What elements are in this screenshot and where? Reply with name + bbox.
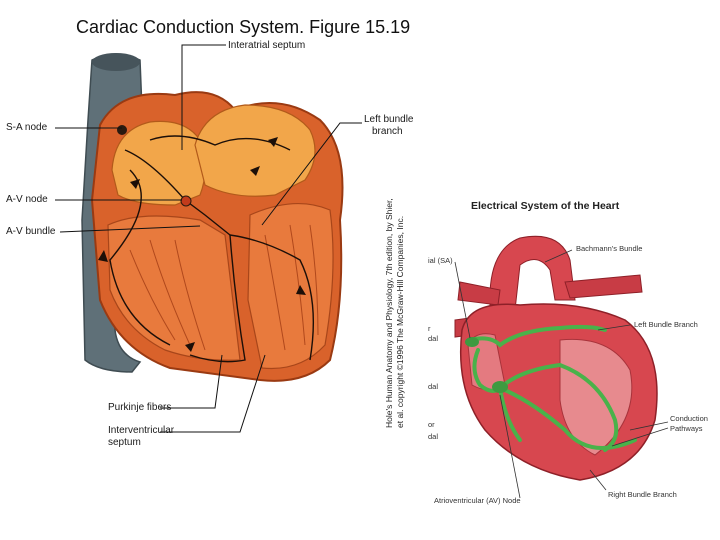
- av-node: [180, 195, 192, 207]
- conduction-pathways: [109, 135, 315, 363]
- copyright-credit: Hole's Human Anatomy and Physiology, 7th…: [384, 168, 406, 428]
- aorta-arch: [489, 235, 576, 311]
- left-ventricle-cavity: [559, 338, 633, 456]
- impulse-arrows: [98, 137, 306, 352]
- label-right-bundle-branch: Right Bundle Branch: [608, 490, 677, 499]
- label-av-bundle: A-V bundle: [6, 226, 56, 237]
- label-conduction-pathways-line2: Pathways: [670, 424, 703, 433]
- label-interventricular-septum-line1: Interventricular: [108, 425, 175, 436]
- label-bachmanns-bundle: Bachmann's Bundle: [576, 244, 643, 253]
- right-atrium-chamber: [111, 120, 206, 206]
- label-purkinje-fibers: Purkinje fibers: [108, 402, 172, 413]
- label-interatrial-septum: Interatrial septum: [228, 40, 306, 51]
- sa-node-green: [465, 337, 479, 347]
- av-node-green: [492, 381, 508, 393]
- label-sa-node: S-A node: [6, 122, 48, 133]
- right-figure-title: Electrical System of the Heart: [471, 200, 620, 212]
- muscle-striations: [129, 224, 319, 351]
- label-or-fragment: or: [428, 420, 435, 429]
- vena-cava-opening: [92, 53, 140, 71]
- label-sa-fragment: ial (SA): [428, 256, 453, 265]
- label-left-bundle-branch-line1: Left bundle: [364, 114, 414, 125]
- label-left-bundle-branch-right: Left Bundle Branch: [634, 320, 698, 329]
- label-interventricular-septum-line2: septum: [108, 437, 141, 448]
- label-dal-fragment-1: dal: [428, 334, 439, 343]
- leader-lines: [55, 44, 362, 433]
- label-conduction-pathways-line1: Conduction: [670, 414, 708, 423]
- credit-line-2: et al. copyright ©1996 The McGraw-Hill C…: [395, 215, 405, 428]
- right-leader-lines: [454, 249, 669, 499]
- page-title: Cardiac Conduction System. Figure 15.19: [76, 17, 411, 37]
- credit-line-1: Hole's Human Anatomy and Physiology, 7th…: [384, 198, 394, 428]
- label-left-bundle-branch-line2: branch: [372, 126, 403, 137]
- label-r-fragment: r: [428, 324, 431, 333]
- label-dal-fragment-3: dal: [428, 432, 439, 441]
- label-dal-fragment-2: dal: [428, 382, 439, 391]
- label-av-node: A-V node: [6, 194, 48, 205]
- sa-node: [117, 125, 127, 135]
- electrical-system-illustration: [454, 235, 669, 499]
- left-atrium-chamber: [194, 104, 316, 197]
- label-av-node-right: Atrioventricular (AV) Node: [434, 496, 521, 505]
